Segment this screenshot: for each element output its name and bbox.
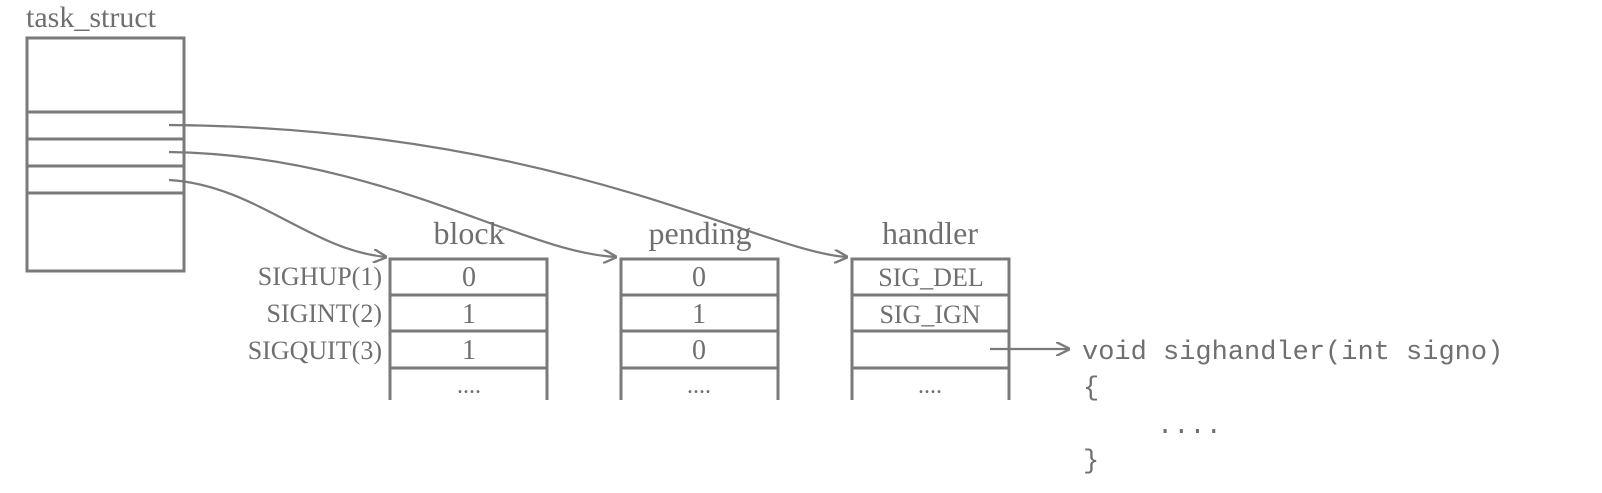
pending-cell-ellipsis: .... [687,373,711,399]
pending-cell: 0 [692,262,706,293]
pending-cell: 1 [692,299,706,330]
task-struct-title: task_struct [26,1,157,34]
handler-title: handler [882,215,978,251]
code-close-brace: } [1083,447,1099,477]
code-open-brace: { [1083,374,1099,404]
block-table: block 0 1 1 .... [388,215,549,400]
code-body: .... [1157,412,1222,442]
arrow-to-handler [168,123,847,257]
signal-labels: SIGHUP(1) SIGINT(2) SIGQUIT(3) [248,262,382,365]
task-struct: task_struct [25,1,186,273]
block-cell-ellipsis: .... [457,373,481,399]
block-cell: 1 [462,335,476,366]
sighandler-code: void sighandler(int signo) { .... } [1082,338,1503,477]
pending-title: pending [648,215,751,251]
code-signature: void sighandler(int signo) [1082,338,1503,368]
signal-label: SIGHUP(1) [258,262,382,291]
task-struct-box [25,36,186,273]
pending-cell: 0 [692,335,706,366]
pointer-arrows [168,123,847,257]
handler-cell: SIG_DEL [878,263,983,292]
arrow-to-pending [168,150,616,257]
handler-table: handler SIG_DEL SIG_IGN .... [850,215,1011,400]
handler-cell-ellipsis: .... [918,373,942,399]
signal-label: SIGQUIT(3) [248,336,382,365]
handler-cell: SIG_IGN [879,300,980,329]
signal-label: SIGINT(2) [266,299,382,328]
block-title: block [433,215,504,251]
pending-table: pending 0 1 0 .... [619,215,780,400]
block-cell: 0 [462,262,476,293]
block-cell: 1 [462,299,476,330]
arrow-to-block [168,178,386,257]
